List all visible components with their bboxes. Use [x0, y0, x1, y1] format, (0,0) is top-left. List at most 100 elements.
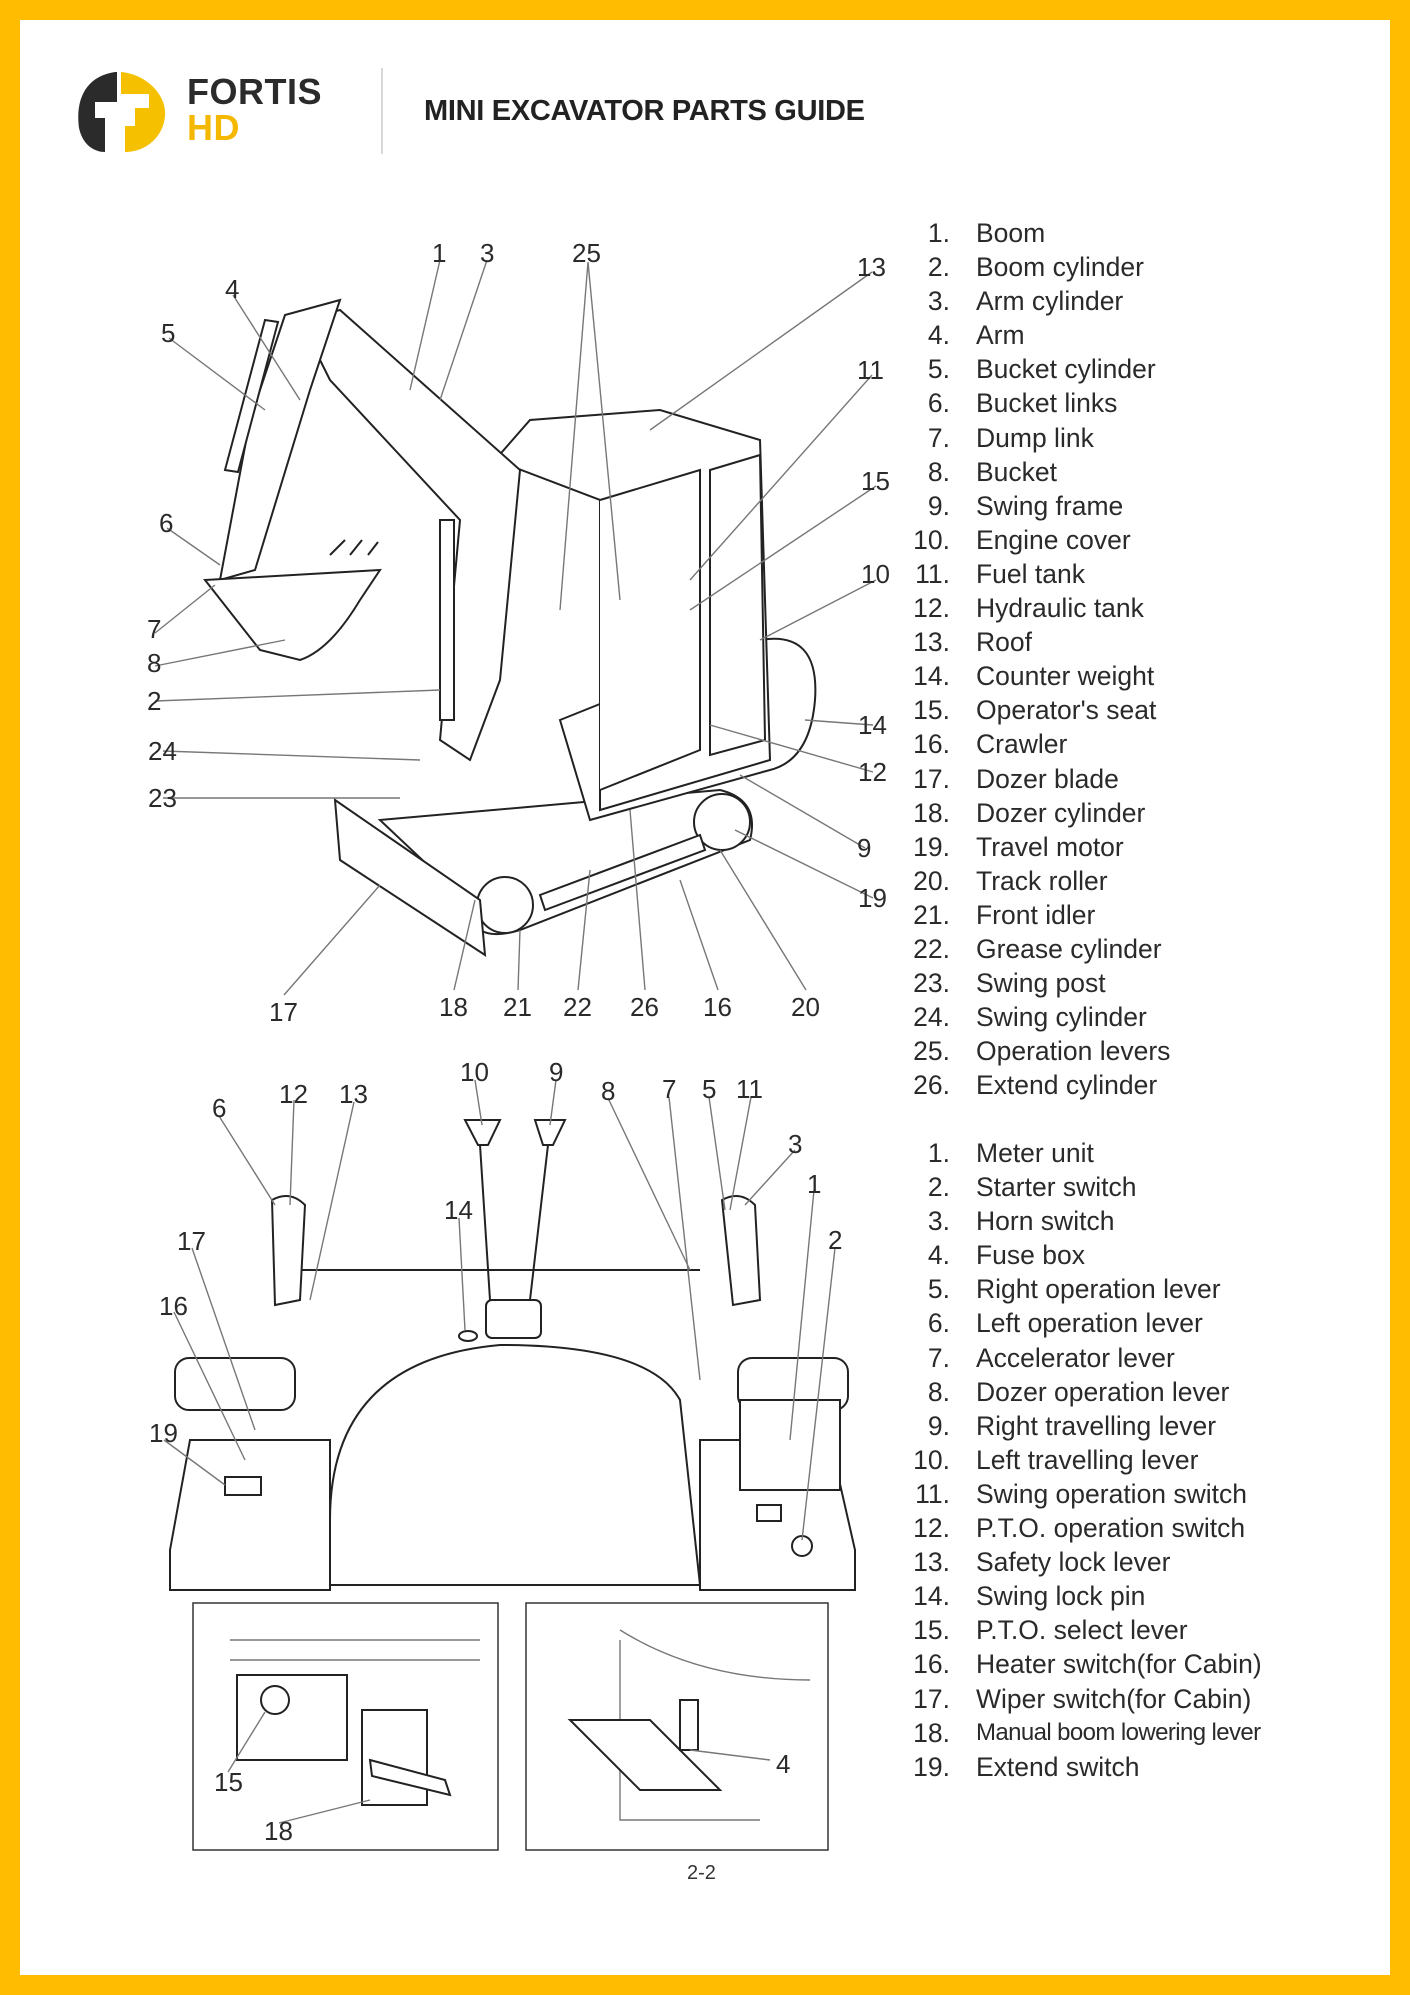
list-item: 26.Extend cylinder: [900, 1068, 1170, 1102]
callout-label: 18: [439, 992, 468, 1022]
item-label: Track roller: [976, 865, 1108, 896]
callout-label: 1: [432, 238, 446, 268]
callout-label: 7: [662, 1074, 676, 1104]
inset-fuse-box: 4: [525, 1602, 829, 1851]
logo-mark-icon: [78, 72, 166, 152]
callout-label: 23: [148, 783, 177, 813]
callout-label: 25: [572, 238, 601, 268]
list-item: 5. Right operation lever: [900, 1272, 1262, 1306]
item-number: 10.: [913, 1444, 950, 1475]
callout-label: 21: [503, 992, 532, 1022]
item-label: Counter weight: [976, 661, 1155, 692]
callout-label: 19: [858, 883, 887, 913]
list-item: 13.Roof: [900, 625, 1170, 659]
item-number: 8.: [927, 1376, 950, 1407]
list-item: 13.Safety lock lever: [900, 1545, 1262, 1579]
list-item: 25.Operation levers: [900, 1034, 1170, 1068]
item-label: Horn switch: [976, 1206, 1115, 1237]
list-item: 2.Starter switch: [900, 1170, 1262, 1204]
callout-label: 22: [563, 992, 592, 1022]
list-item: 15.Operator's seat: [900, 693, 1170, 727]
item-number: 16.: [913, 729, 950, 760]
item-label: Wiper switch(for Cabin): [976, 1683, 1252, 1714]
item-label: Crawler: [976, 729, 1068, 760]
item-label: Dozer blade: [976, 763, 1119, 794]
item-number: 5.: [927, 1274, 950, 1305]
item-number: 11.: [915, 558, 950, 589]
callout-label: 8: [147, 648, 161, 678]
list-item: 8. Dozer operation lever: [900, 1375, 1262, 1409]
brand-logo: FORTIS HD: [75, 68, 345, 154]
item-label: Hydraulic tank: [976, 593, 1144, 624]
item-label: Operation levers: [976, 1036, 1171, 1067]
list-item: 8.Bucket: [900, 455, 1170, 489]
item-number: 9.: [927, 1410, 950, 1441]
list-item: 1. Boom: [900, 216, 1170, 250]
item-label: Roof: [976, 627, 1032, 658]
callout-label: 2: [828, 1225, 842, 1255]
callout-label: 24: [148, 736, 177, 766]
item-label: Bucket links: [976, 388, 1118, 419]
callout-label: 11: [857, 355, 884, 385]
item-number: 4.: [927, 1240, 950, 1271]
excavator-illustration: [203, 298, 817, 957]
item-label: Dozer operation lever: [976, 1376, 1230, 1407]
item-number: 1.: [927, 218, 950, 248]
list-item: 19.Extend switch: [900, 1750, 1262, 1784]
list-item: 9. Swing frame: [900, 489, 1170, 523]
item-label: Dump link: [976, 422, 1094, 453]
item-label: Engine cover: [976, 524, 1131, 555]
list-item: 15.P.T.O. select lever: [900, 1613, 1262, 1647]
callout-label: 15: [214, 1767, 243, 1797]
item-label: Manual boom lowering lever: [976, 1718, 1261, 1746]
item-number: 20.: [913, 865, 950, 896]
callout-label: 3: [480, 238, 494, 268]
list-item: 17. Dozer blade: [900, 762, 1170, 796]
callout-label: 19: [149, 1418, 178, 1448]
leader-lines-top: [154, 259, 877, 996]
item-label: Arm: [976, 320, 1025, 351]
item-label: Heater switch(for Cabin): [976, 1649, 1262, 1680]
item-number: 6.: [927, 388, 950, 419]
item-number: 7.: [927, 422, 950, 453]
item-number: 9.: [927, 490, 950, 521]
item-label: Right operation lever: [976, 1274, 1221, 1305]
callout-label: 6: [159, 508, 173, 538]
list-item: 22.Grease cylinder: [900, 932, 1170, 966]
item-number: 15.: [913, 1615, 950, 1646]
item-number: 21.: [913, 899, 950, 930]
item-label: Swing frame: [976, 490, 1124, 521]
callout-label: 11: [736, 1074, 763, 1104]
item-label: Left operation lever: [976, 1308, 1203, 1339]
callout-label: 10: [861, 559, 890, 589]
item-number: 7.: [927, 1342, 950, 1373]
item-number: 19.: [913, 1751, 950, 1782]
item-label: Swing lock pin: [976, 1581, 1146, 1612]
item-label: Bucket: [976, 456, 1058, 487]
item-label: Boom: [976, 218, 1046, 248]
list-item: 7. Dump link: [900, 421, 1170, 455]
brand-suffix: HD: [187, 107, 240, 148]
callout-label: 14: [444, 1195, 473, 1225]
callout-label: 5: [702, 1074, 716, 1104]
item-label: Operator's seat: [976, 695, 1157, 726]
callout-label: 12: [279, 1079, 308, 1109]
item-number: 14.: [913, 1581, 950, 1612]
callout-label: 9: [857, 833, 871, 863]
callout-label: 16: [703, 992, 732, 1022]
item-label: Boom cylinder: [976, 252, 1144, 283]
list-item: 2.Boom cylinder: [900, 250, 1170, 284]
item-label: Safety lock lever: [976, 1547, 1171, 1578]
item-label: Swing operation switch: [976, 1478, 1248, 1509]
item-number: 17.: [913, 763, 950, 794]
parts-list: 1. Boom 2.Boom cylinder 3.Arm cylinder 4.…: [900, 216, 1170, 1102]
list-item: 3.Arm cylinder: [900, 284, 1170, 318]
item-number: 4.: [927, 320, 950, 351]
callout-label: 15: [861, 466, 890, 496]
item-label: Right travelling lever: [976, 1410, 1217, 1441]
callout-label: 8: [601, 1076, 615, 1106]
callout-label: 2: [147, 686, 161, 716]
list-item: 24.Swing cylinder: [900, 1000, 1170, 1034]
callout-label: 5: [161, 318, 175, 348]
